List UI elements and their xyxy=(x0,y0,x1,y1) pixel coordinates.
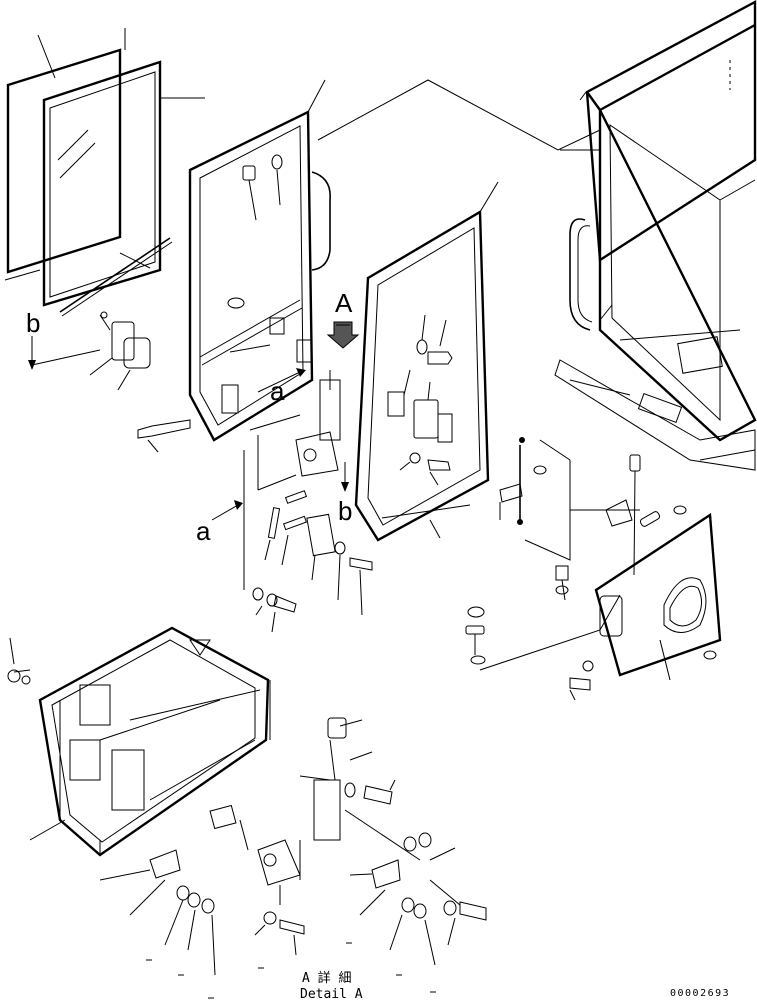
glass-outer-pane xyxy=(6,48,122,274)
grab-handle xyxy=(311,171,331,271)
door-frame xyxy=(188,110,314,442)
arrow-a-left xyxy=(211,504,239,521)
cover-vent xyxy=(663,577,707,633)
door-frame-detail xyxy=(38,626,270,857)
label-a-left: a xyxy=(196,516,211,546)
rubber-pad xyxy=(437,413,453,443)
lock-bracket xyxy=(221,384,239,414)
door-inner-panel xyxy=(354,181,499,542)
side-cover-assembly xyxy=(465,437,722,701)
label-view-A: A xyxy=(335,288,353,318)
latch-bracket xyxy=(269,317,285,335)
caption-english: Detail A xyxy=(300,987,363,1000)
detail-A-view xyxy=(7,626,487,976)
arrow-a-upper xyxy=(257,371,301,393)
caption-dashes xyxy=(146,942,436,999)
door-frame-assembly xyxy=(28,79,331,453)
label-a-upper: a xyxy=(270,376,285,406)
latch-rod-detail xyxy=(313,779,341,841)
bolt-upper xyxy=(242,154,283,221)
rubber-stopper xyxy=(306,513,336,557)
side-cover-panel xyxy=(594,512,722,677)
lock-mechanism xyxy=(211,370,373,633)
door-latch-slot xyxy=(227,297,245,309)
bolt-left xyxy=(137,419,191,453)
window-glass-assembly xyxy=(4,28,205,317)
cab-grab-handle xyxy=(569,218,591,331)
label-b-left: b xyxy=(26,308,40,338)
caption-japanese: A 詳 細 xyxy=(302,970,351,986)
escutcheon-plate xyxy=(89,311,151,391)
catch-bracket xyxy=(387,391,405,417)
drawing-number: 00002693 xyxy=(670,988,730,999)
view-A-arrow xyxy=(326,321,360,349)
lock-box xyxy=(111,749,145,811)
label-b-mid: b xyxy=(338,496,352,526)
glass-inner-pane xyxy=(42,60,162,307)
cab-body xyxy=(317,0,757,471)
striker-plate xyxy=(413,399,439,439)
door-panel xyxy=(354,209,490,542)
